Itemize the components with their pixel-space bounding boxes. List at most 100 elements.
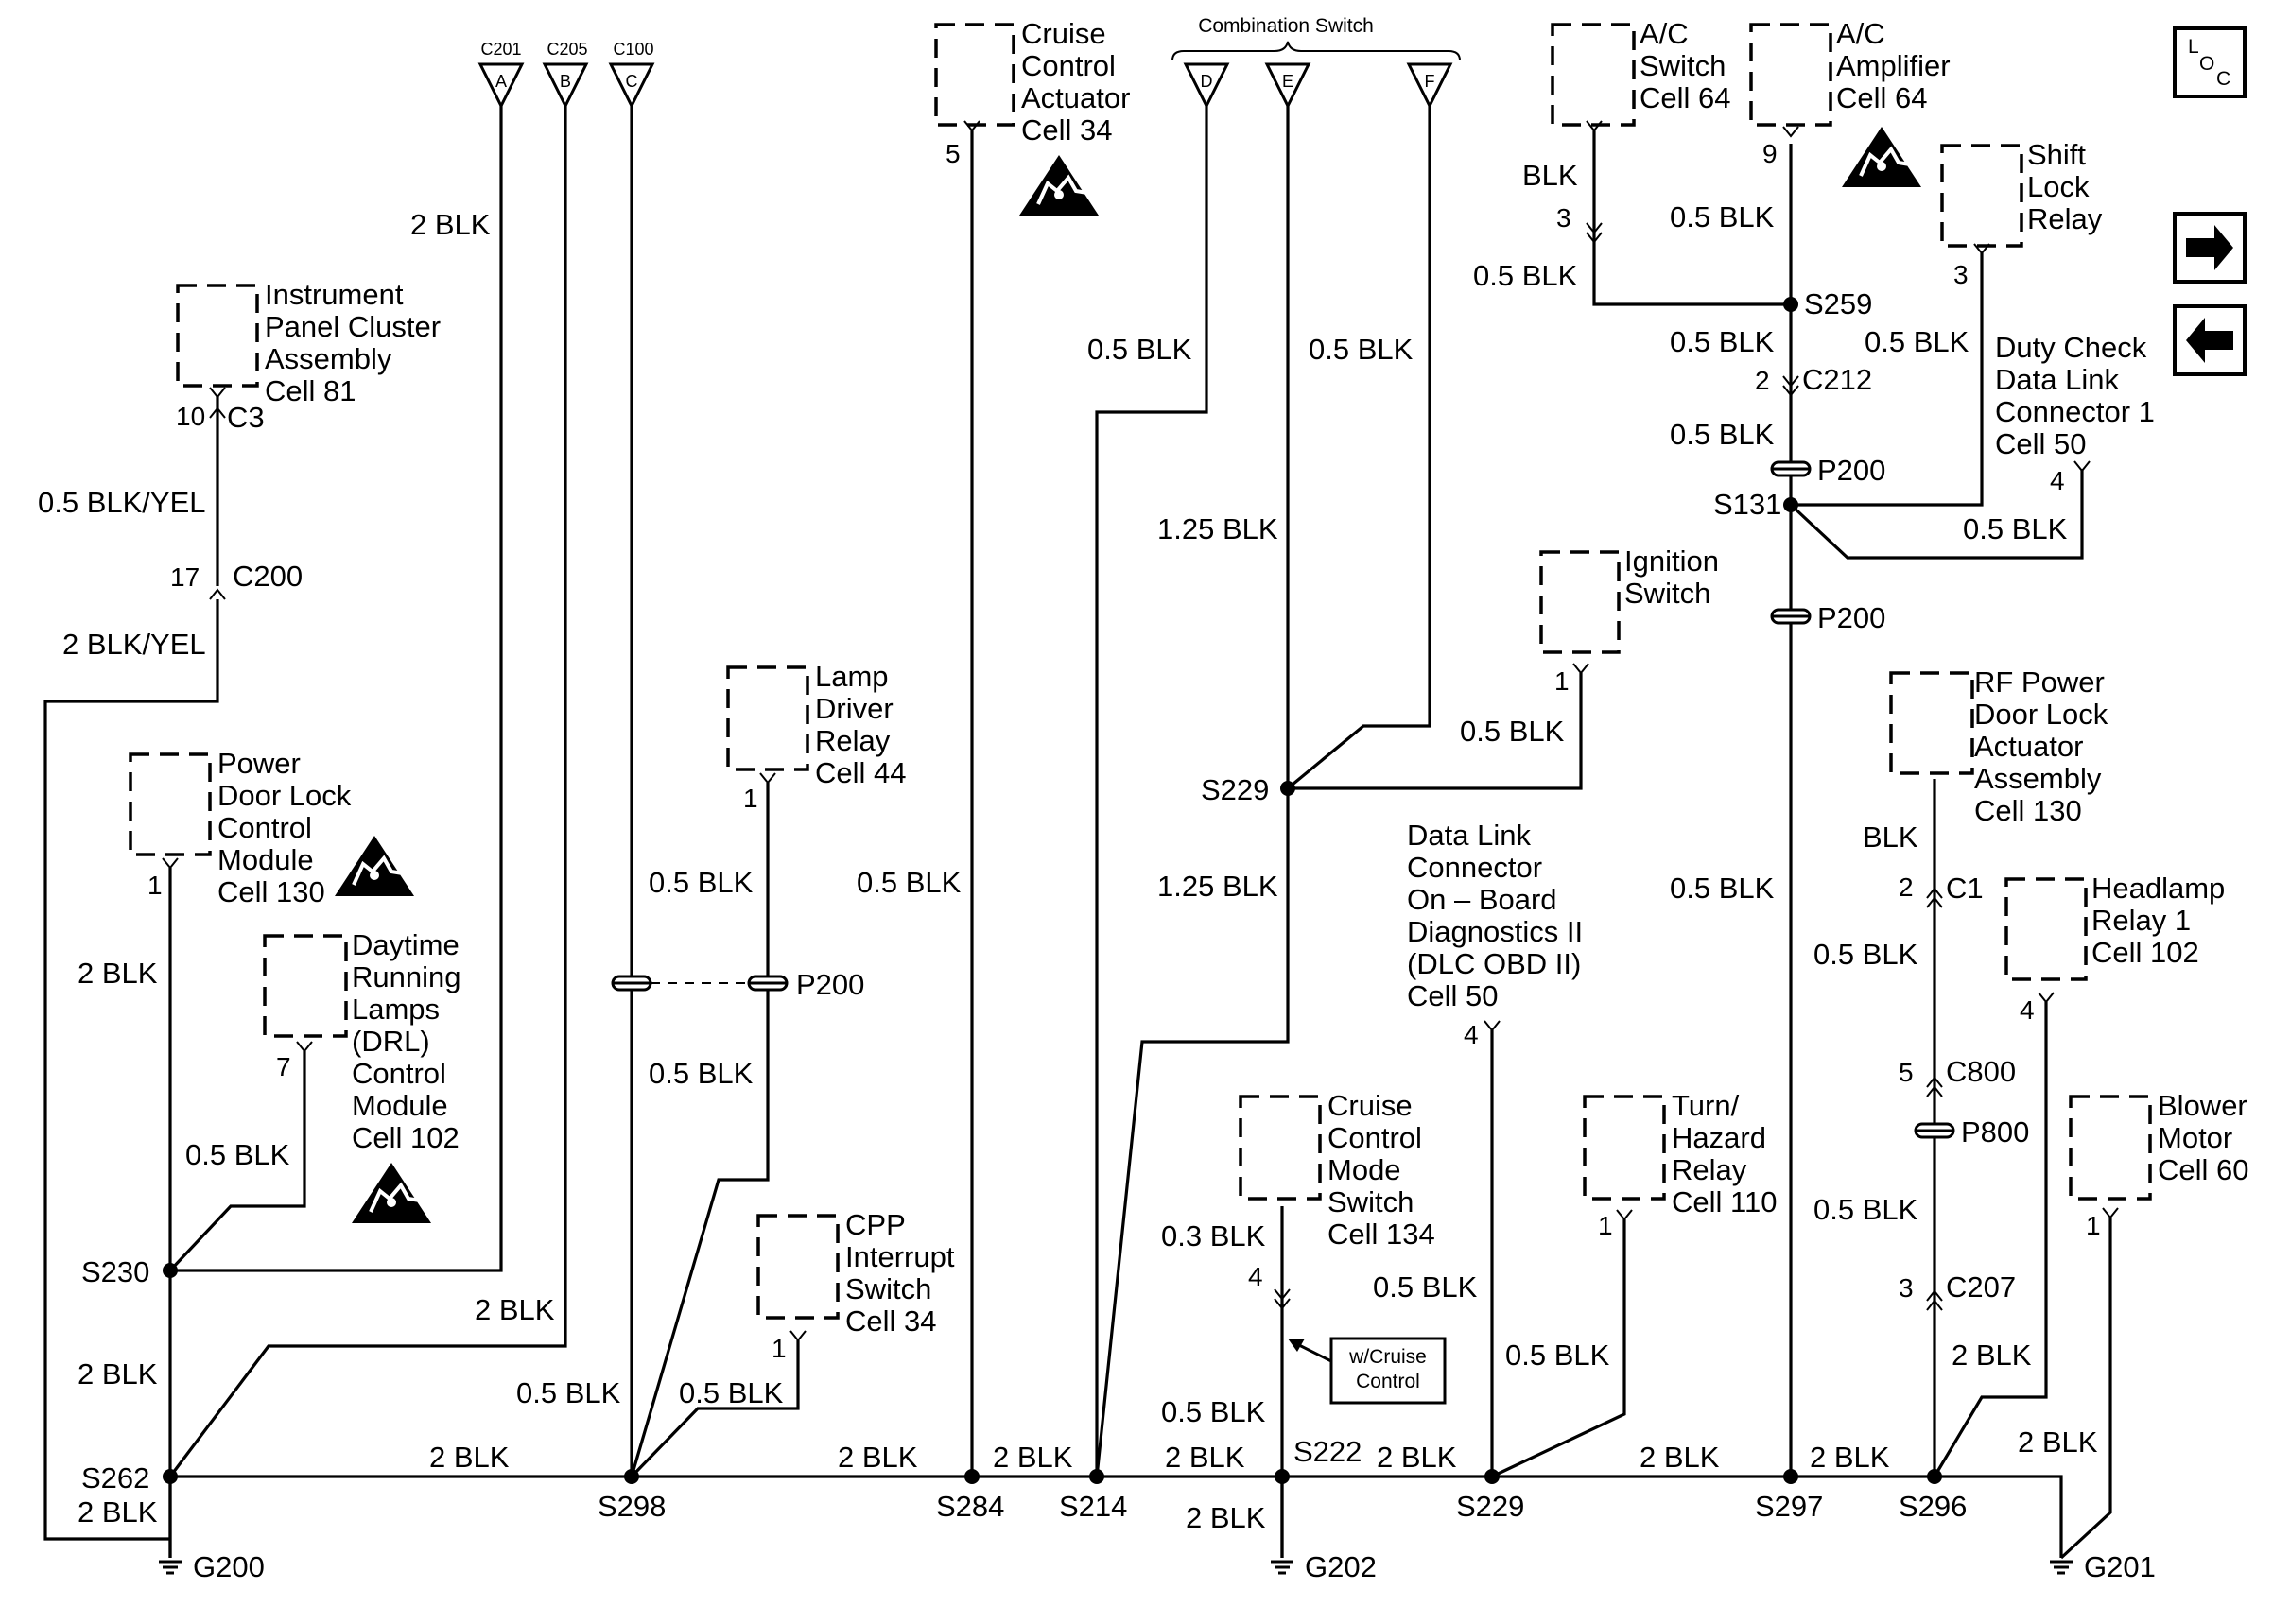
svg-text:4: 4 <box>2050 466 2065 495</box>
c201-header: C201 <box>480 40 521 59</box>
svg-text:2: 2 <box>1755 366 1770 395</box>
svg-text:C: C <box>2216 68 2230 90</box>
svg-text:2 BLK: 2 BLK <box>1952 1339 2032 1372</box>
svg-text:0.5 BLK: 0.5 BLK <box>679 1376 784 1409</box>
svg-text:0.5 BLK: 0.5 BLK <box>185 1138 290 1171</box>
tab-b: B <box>542 62 589 110</box>
svg-text:0.5 BLK: 0.5 BLK <box>1161 1395 1266 1428</box>
acamp-box <box>1749 23 1832 127</box>
svg-text:0.5 BLK: 0.5 BLK <box>1460 715 1565 748</box>
splice-labels: S230 S262 S298 S284 S214 S222 S229 S297 … <box>81 287 1967 1523</box>
svg-text:7: 7 <box>276 1052 291 1081</box>
svg-text:C200: C200 <box>233 560 303 593</box>
rfpdl-label: RF Power Door Lock Actuator Assembly Cel… <box>1974 665 2116 827</box>
g202-ground-icon <box>1269 1560 1295 1575</box>
cpp-label: CPP Interrupt Switch Cell 34 <box>845 1208 963 1338</box>
ccms-box <box>1239 1095 1322 1201</box>
svg-text:0.5 BLK: 0.5 BLK <box>1813 1193 1918 1226</box>
svg-text:0.5 BLK: 0.5 BLK <box>649 866 754 899</box>
g202-label: G202 <box>1305 1550 1377 1583</box>
svg-text:S222: S222 <box>1293 1435 1362 1468</box>
ignition-box <box>1539 550 1621 654</box>
svg-text:P200: P200 <box>796 968 864 1001</box>
p800-connector <box>1914 1122 1955 1139</box>
svg-text:0.5 BLK: 0.5 BLK <box>1309 333 1414 366</box>
turn-label: Turn/ Hazard Relay Cell 110 <box>1672 1089 1777 1218</box>
ipc-label: Instrument Panel Cluster Assembly Cell 8… <box>265 278 449 407</box>
splice-dots <box>163 297 1942 1484</box>
svg-text:1: 1 <box>1598 1211 1613 1240</box>
shift-lock-label: Shift Lock Relay <box>2027 138 2103 235</box>
svg-text:0.5 BLK/YEL: 0.5 BLK/YEL <box>38 486 206 519</box>
p200-connector-upper <box>1770 460 1812 477</box>
svg-text:0.5 BLK: 0.5 BLK <box>857 866 962 899</box>
svg-text:2 BLK: 2 BLK <box>429 1441 510 1474</box>
svg-text:0.5 BLK: 0.5 BLK <box>1473 259 1578 292</box>
svg-text:0.5 BLK: 0.5 BLK <box>1505 1339 1610 1372</box>
svg-text:P200: P200 <box>1817 454 1885 487</box>
acsw-label: A/C Switch Cell 64 <box>1640 17 1734 114</box>
tab-f: F <box>1406 62 1453 110</box>
svg-text:5: 5 <box>946 139 961 168</box>
inline-connectors <box>611 460 1955 1139</box>
svg-text:0.5 BLK: 0.5 BLK <box>649 1057 754 1090</box>
ldr-box <box>726 665 809 771</box>
pdlcm-label: Power Door Lock Control Module Cell 130 <box>217 747 359 908</box>
svg-text:S262: S262 <box>81 1461 149 1494</box>
wires <box>43 106 2112 1560</box>
tab-d: D <box>1183 62 1230 110</box>
blower-label: Blower Motor Cell 60 <box>2158 1089 2255 1186</box>
ldr-label: Lamp Driver Relay Cell 44 <box>815 660 907 789</box>
g200-label: G200 <box>193 1550 265 1583</box>
svg-text:L: L <box>2188 36 2199 58</box>
svg-text:0.5 BLK: 0.5 BLK <box>1670 872 1775 905</box>
svg-text:0.5 BLK: 0.5 BLK <box>1670 418 1775 451</box>
ground-symbols: G200 G202 G201 <box>157 1550 2156 1583</box>
svg-text:0.3 BLK: 0.3 BLK <box>1161 1219 1266 1253</box>
svg-text:2 BLK: 2 BLK <box>410 208 491 241</box>
svg-text:2 BLK: 2 BLK <box>1186 1501 1266 1534</box>
svg-text:P200: P200 <box>1817 601 1885 634</box>
svg-text:0.5 BLK: 0.5 BLK <box>1963 512 2068 545</box>
svg-text:C212: C212 <box>1802 363 1872 396</box>
c205-header: C205 <box>547 40 587 59</box>
combination-switch-label: Combination Switch <box>1198 15 1374 37</box>
ipc-box <box>176 284 259 388</box>
esd-warning-icon <box>333 834 416 898</box>
cca-box <box>934 23 1015 127</box>
svg-text:1: 1 <box>743 784 758 813</box>
duty-check-label: Duty Check Data Link Connector 1 Cell 50 <box>1995 331 2163 460</box>
hdl-box <box>2004 877 2088 981</box>
svg-text:S229: S229 <box>1456 1490 1524 1523</box>
svg-text:S259: S259 <box>1804 287 1872 320</box>
svg-text:P800: P800 <box>1961 1115 2029 1149</box>
svg-text:2 BLK/YEL: 2 BLK/YEL <box>62 628 206 661</box>
svg-text:S214: S214 <box>1059 1490 1127 1523</box>
svg-text:2 BLK: 2 BLK <box>2018 1425 2098 1459</box>
svg-text:1.25 BLK: 1.25 BLK <box>1157 870 1278 903</box>
rfpdl-box <box>1889 671 1974 775</box>
acamp-label: A/C Amplifier Cell 64 <box>1836 17 1958 114</box>
svg-text:17: 17 <box>170 562 200 592</box>
svg-text:S298: S298 <box>598 1490 666 1523</box>
svg-text:S284: S284 <box>936 1490 1004 1523</box>
previous-page-arrow-icon[interactable] <box>2173 304 2247 376</box>
component-boxes <box>129 23 2152 1320</box>
svg-text:0.5 BLK: 0.5 BLK <box>1373 1270 1478 1304</box>
svg-text:1: 1 <box>1554 666 1570 696</box>
svg-text:0.5 BLK: 0.5 BLK <box>1813 938 1918 971</box>
connector-ids: C3 C200 C212 P200 P200 P200 C1 C800 P800… <box>227 363 2029 1304</box>
tab-connectors: C201 C205 C100 A B C Combination Switch … <box>477 15 1461 110</box>
hdl-label: Headlamp Relay 1 Cell 102 <box>2091 872 2233 969</box>
drl-label: Daytime Running Lamps (DRL) Control Modu… <box>352 928 469 1154</box>
svg-text:2 BLK: 2 BLK <box>1377 1441 1457 1474</box>
ignition-label: Ignition Switch <box>1624 544 1727 610</box>
svg-text:1: 1 <box>2086 1211 2101 1240</box>
g201-label: G201 <box>2084 1550 2156 1583</box>
cpp-box <box>756 1214 840 1320</box>
svg-text:0.5 BLK: 0.5 BLK <box>1670 325 1775 358</box>
next-page-arrow-icon[interactable] <box>2173 212 2247 284</box>
loc-icon[interactable]: L O C <box>2173 26 2247 98</box>
svg-text:BLK: BLK <box>1522 159 1578 192</box>
p200-connector-c100 <box>611 975 652 992</box>
